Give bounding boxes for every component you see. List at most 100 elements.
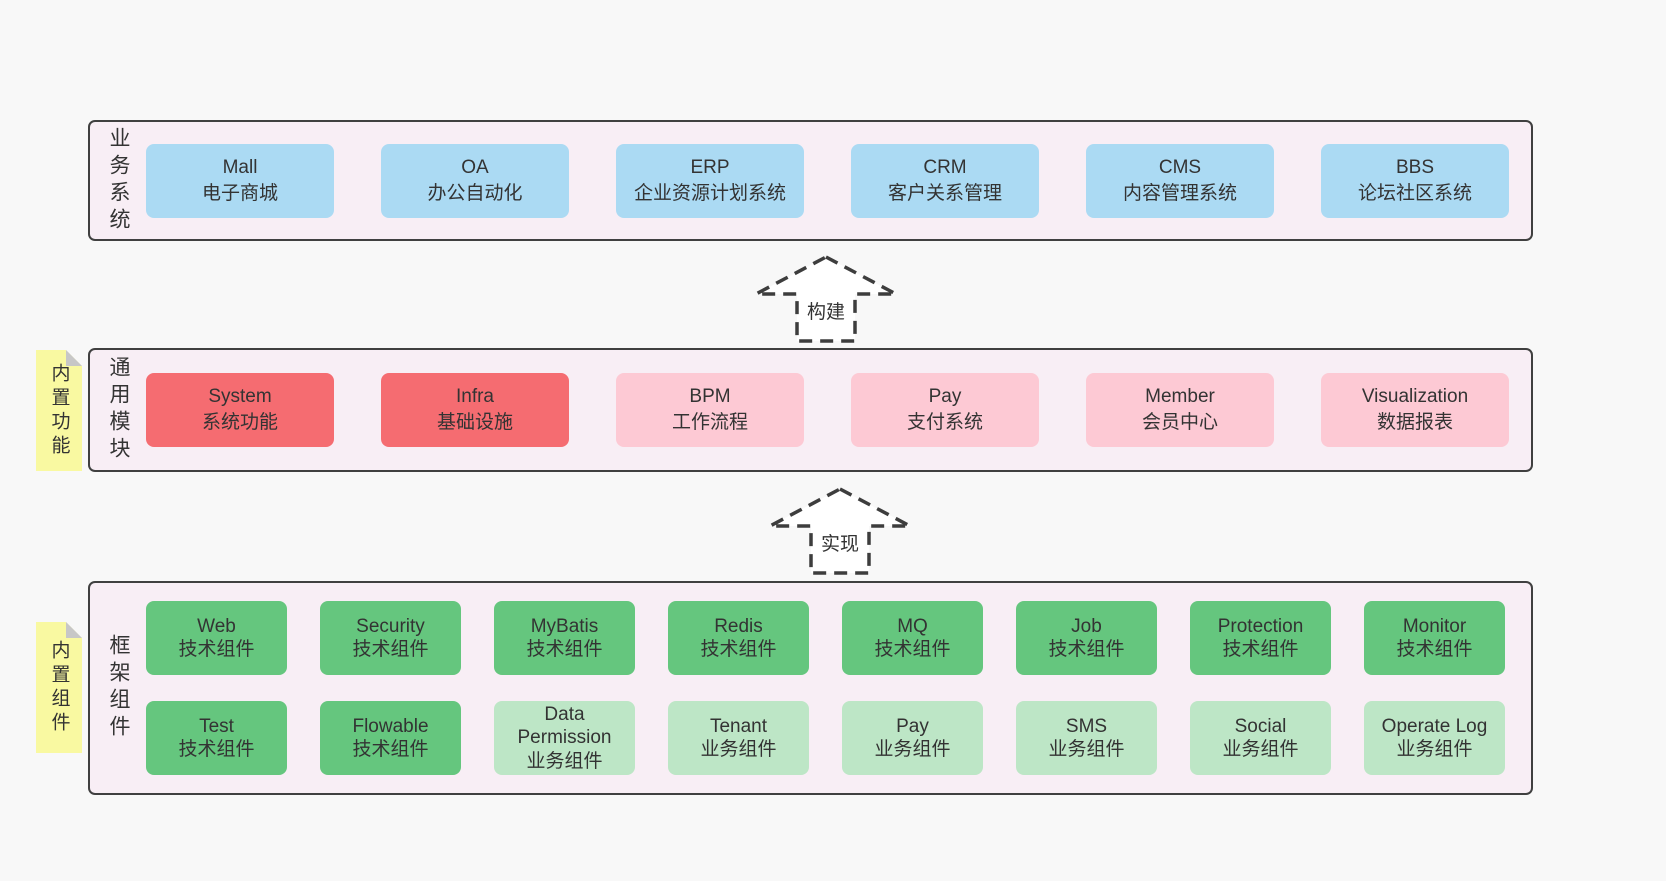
- module-subtitle: 业务组件: [1396, 739, 1473, 760]
- build-arrow: 构建: [751, 253, 901, 345]
- module-box-visualization: Visualization 数据报表: [1321, 373, 1509, 447]
- module-subtitle: 支付系统: [906, 412, 983, 433]
- sticky-note-built-in-components: 内置组件: [36, 622, 82, 753]
- sticky-note-text: 内置功能: [48, 362, 70, 459]
- module-name: SMS: [1065, 715, 1108, 737]
- module-name: Job: [1071, 615, 1102, 637]
- module-row: System 系统功能 Infra 基础设施 BPM 工作流程 Pay 支付系统 Member 会…: [146, 373, 1525, 447]
- band-label-text: 业务系统: [107, 126, 130, 235]
- implement-arrow-label: 实现: [820, 534, 859, 555]
- module-subtitle: 数据报表: [1376, 412, 1453, 433]
- module-name: BPM: [689, 386, 731, 408]
- module-name: MQ: [897, 615, 928, 637]
- module-name: MyBatis: [530, 615, 599, 637]
- band-common-modules: 通用模块 System 系统功能 Infra 基础设施 BPM 工作流程 Pay 支付系统 Me…: [88, 348, 1533, 472]
- module-subtitle: 企业资源计划系统: [633, 182, 786, 204]
- module-subtitle: 业务组件: [1048, 739, 1125, 760]
- build-arrow-label: 构建: [806, 302, 845, 323]
- module-box-system: System 系统功能: [146, 373, 334, 447]
- module-name: Member: [1145, 386, 1215, 408]
- module-subtitle: 办公自动化: [427, 182, 523, 204]
- module-name: CRM: [923, 156, 967, 178]
- module-subtitle: 会员中心: [1141, 412, 1218, 433]
- module-name: Social: [1234, 715, 1287, 737]
- dashed-up-arrow-icon: [755, 255, 897, 343]
- module-name: Web: [197, 615, 236, 637]
- module-name: ERP: [690, 156, 730, 178]
- module-subtitle: 技术组件: [352, 639, 429, 660]
- module-name: Protection: [1217, 615, 1304, 637]
- band-label-framework-components: 框架组件: [90, 583, 146, 793]
- module-name: Pay: [928, 386, 962, 408]
- module-subtitle: 电子商城: [201, 182, 278, 204]
- module-name: Monitor: [1402, 615, 1467, 637]
- module-box-member: Member 会员中心: [1086, 373, 1274, 447]
- module-box-pay: Pay 支付系统: [851, 373, 1039, 447]
- dashed-up-arrow-icon: [769, 487, 911, 575]
- module-subtitle: 工作流程: [671, 412, 748, 433]
- module-name: Test: [199, 715, 234, 737]
- band-label-common-modules: 通用模块: [90, 350, 146, 470]
- module-subtitle: 基础设施: [436, 412, 513, 433]
- module-box-erp: ERP 企业资源计划系统: [616, 143, 804, 218]
- module-subtitle: 业务组件: [874, 739, 951, 760]
- module-subtitle: 技术组件: [700, 639, 777, 660]
- module-subtitle: 内容管理系统: [1122, 182, 1237, 204]
- module-box-bpm: BPM 工作流程: [616, 373, 804, 447]
- module-name: Pay: [896, 715, 929, 737]
- module-subtitle: 技术组件: [1048, 639, 1125, 660]
- module-subtitle: 技术组件: [874, 639, 951, 660]
- module-subtitle: 技术组件: [352, 739, 429, 760]
- band-boxes: System 系统功能 Infra 基础设施 BPM 工作流程 Pay 支付系统 Member 会…: [146, 350, 1531, 470]
- sticky-note-text: 内置组件: [48, 639, 70, 736]
- module-name: Infra: [455, 386, 495, 408]
- module-name: Security: [356, 615, 425, 637]
- module-subtitle: 技术组件: [178, 739, 255, 760]
- module-name: Redis: [714, 615, 763, 637]
- module-name: Tenant: [709, 715, 768, 737]
- module-box-cms: CMS 内容管理系统: [1086, 143, 1274, 218]
- module-name: Data Permission: [517, 704, 612, 749]
- module-name: Operate Log: [1381, 715, 1488, 737]
- module-subtitle: 技术组件: [1222, 639, 1299, 660]
- sticky-note-built-in-features: 内置功能: [36, 350, 82, 471]
- band-label-business-systems: 业务系统: [90, 122, 146, 239]
- module-subtitle: 系统功能: [201, 412, 278, 433]
- module-name: OA: [461, 156, 489, 178]
- band-label-text: 框架组件: [107, 634, 130, 742]
- module-name: CMS: [1158, 156, 1202, 178]
- module-subtitle: 技术组件: [178, 639, 255, 660]
- band-label-text: 通用模块: [107, 356, 130, 464]
- module-subtitle: 业务组件: [1222, 739, 1299, 760]
- module-name: Visualization: [1361, 386, 1469, 408]
- implement-arrow: 实现: [765, 485, 915, 577]
- module-name: System: [208, 386, 272, 408]
- module-subtitle: 客户关系管理: [887, 182, 1002, 204]
- module-box-infra: Infra 基础设施: [381, 373, 569, 447]
- module-subtitle: 技术组件: [1396, 639, 1473, 660]
- module-subtitle: 业务组件: [700, 739, 777, 760]
- module-box-crm: CRM 客户关系管理: [851, 143, 1039, 218]
